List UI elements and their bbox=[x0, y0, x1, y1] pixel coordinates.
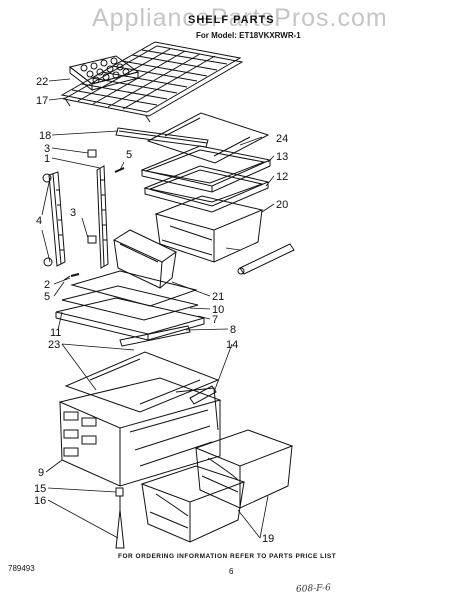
crisper-drawer-right bbox=[194, 429, 294, 509]
egg-tray bbox=[68, 55, 140, 92]
shelf-support-left bbox=[42, 171, 66, 267]
callout-18: 18 bbox=[39, 130, 51, 142]
callout-labels: 22 17 18 3 1 5 24 13 12 20 4 3 2 5 21 10… bbox=[34, 76, 288, 545]
callout-22: 22 bbox=[36, 76, 48, 88]
callout-19: 19 bbox=[262, 533, 274, 545]
diagram-title: SHELF PARTS bbox=[188, 14, 275, 26]
crisper-support-rail bbox=[189, 385, 217, 405]
meat-keeper-pan bbox=[154, 195, 264, 263]
lower-glass-shelf bbox=[64, 351, 220, 413]
callout-23: 23 bbox=[48, 339, 60, 351]
model-number: For Model: ET18VKXRWR-1 bbox=[196, 31, 301, 40]
callout-8: 8 bbox=[230, 324, 236, 336]
callout-20: 20 bbox=[276, 199, 288, 211]
callout-2: 2 bbox=[44, 279, 50, 291]
ordering-note: FOR ORDERING INFORMATION REFER TO PARTS … bbox=[118, 553, 337, 560]
callout-24: 24 bbox=[276, 133, 288, 145]
lower-trim-bar bbox=[119, 325, 191, 347]
callout-9: 9 bbox=[38, 467, 44, 479]
callout-14: 14 bbox=[226, 339, 238, 351]
callout-10: 10 bbox=[212, 304, 224, 316]
handwritten-note: 608-F-6 bbox=[295, 583, 332, 595]
callout-3-upper: 3 bbox=[44, 143, 50, 155]
screws-and-clips bbox=[63, 149, 125, 281]
crisper-drawer-left bbox=[140, 465, 246, 543]
callout-4: 4 bbox=[36, 215, 42, 227]
drawer-roller bbox=[237, 243, 295, 275]
document-number: 789493 bbox=[8, 564, 35, 573]
shelf-support-right bbox=[96, 165, 109, 269]
crisper-slide-pin bbox=[115, 487, 125, 549]
watermark: AppliancePartsPros.com bbox=[92, 4, 388, 32]
dairy-bin bbox=[112, 229, 177, 289]
callout-13: 13 bbox=[276, 151, 288, 163]
front-trim-strip bbox=[115, 127, 209, 148]
wire-shelf bbox=[60, 41, 244, 123]
page-number: 6 bbox=[229, 567, 234, 576]
callout-7: 7 bbox=[212, 314, 218, 326]
callout-16: 16 bbox=[34, 495, 46, 507]
shelf-frame-mid bbox=[143, 165, 270, 213]
callout-3-lower: 3 bbox=[70, 207, 76, 219]
crisper-cover-frame bbox=[58, 377, 222, 487]
callout-11: 11 bbox=[50, 327, 61, 339]
callout-5-upper: 5 bbox=[126, 149, 132, 161]
leader-lines bbox=[41, 78, 275, 539]
callout-5-lower: 5 bbox=[44, 291, 50, 303]
callout-1: 1 bbox=[44, 153, 50, 165]
callout-12: 12 bbox=[276, 171, 288, 183]
callout-17: 17 bbox=[36, 95, 48, 107]
lower-shelf-frame bbox=[55, 270, 205, 341]
callout-21: 21 bbox=[212, 291, 224, 303]
callout-15: 15 bbox=[34, 483, 46, 495]
glass-shelf-upper bbox=[146, 112, 270, 164]
